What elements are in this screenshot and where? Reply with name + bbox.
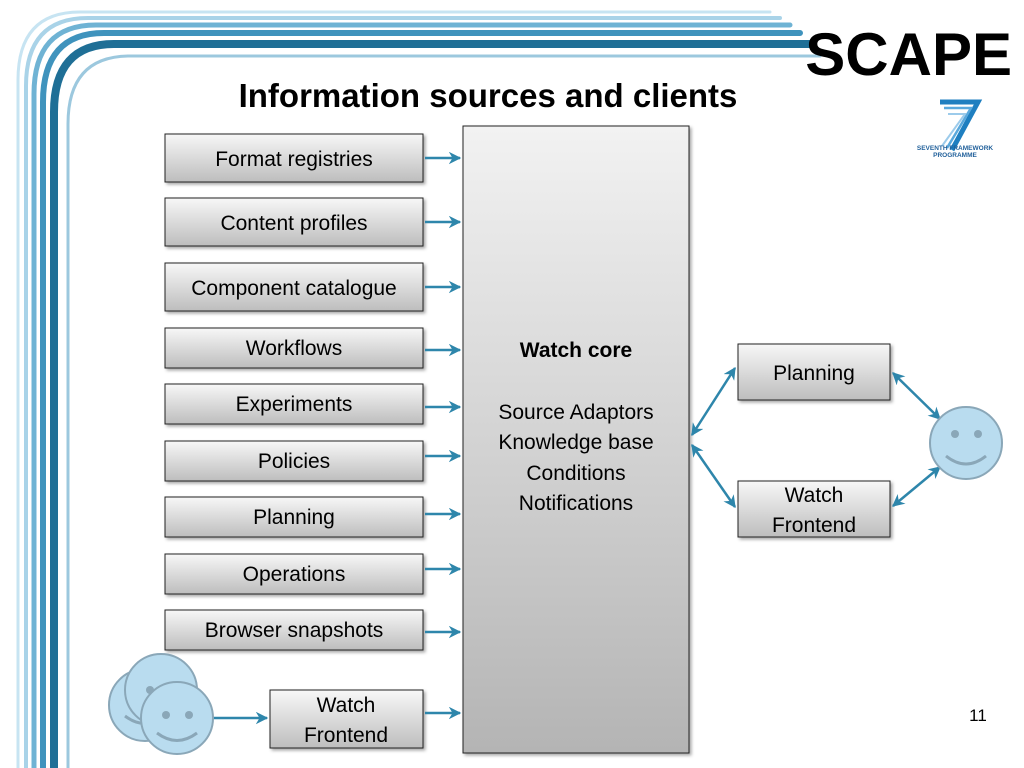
client-arrows [690,366,941,509]
source-label: Planning [253,506,335,529]
slide-title: Information sources and clients [239,77,738,114]
watch-core-item: Conditions [526,462,625,485]
right-watch-frontend-line1: Watch [785,484,844,507]
watch-core-title: Watch core [520,339,632,362]
fp7-caption-line1: SEVENTH FRAMEWORK [917,145,994,152]
fp7-logo: SEVENTH FRAMEWORK PROGRAMME [916,94,994,162]
right-watch-frontend-box: Watch Frontend [737,480,891,538]
source-box-planning: Planning [164,496,424,538]
arrow-core-watch-frontend [690,443,737,509]
right-watch-frontend-line2: Frontend [772,514,856,537]
source-box-format-registries: Format registries [164,133,424,183]
bottom-watch-frontend-line2: Frontend [304,724,388,747]
source-label: Browser snapshots [205,619,384,642]
source-box-policies: Policies [164,440,424,482]
source-label: Experiments [236,393,353,416]
source-box-component-catalogue: Component catalogue [164,262,424,312]
source-label: Format registries [215,148,373,171]
fp7-caption-line2: PROGRAMME [933,152,977,159]
right-planning-label: Planning [773,362,855,385]
brand-logo-text: SCAPE [805,21,1012,88]
source-label: Workflows [246,337,342,360]
source-box-experiments: Experiments [164,383,424,425]
source-box-workflows: Workflows [164,327,424,369]
source-box-operations: Operations [164,553,424,595]
bottom-watch-frontend-box: Watch Frontend [269,689,424,749]
arrow-core-planning [690,366,737,437]
decorative-swooshes [16,10,822,768]
fp7-seven-icon [940,99,983,152]
source-arrows [213,151,462,725]
source-box-browser-snapshots: Browser snapshots [164,609,424,651]
users-group-icon [108,653,214,755]
arrow-watch-frontend-user [892,466,941,507]
user-smiley-icon [929,406,1003,480]
source-label: Policies [258,450,330,473]
page-number: 11 [969,706,987,725]
watch-core-item: Source Adaptors [498,401,653,424]
right-planning-box: Planning [737,343,891,401]
watch-core-item: Knowledge base [498,431,653,454]
watch-core-item: Notifications [519,492,633,515]
source-box-content-profiles: Content profiles [164,197,424,247]
watch-core-box: Watch core Source Adaptors Knowledge bas… [462,125,690,754]
source-label: Operations [243,563,346,586]
user-smiley-icon [140,681,214,755]
bottom-watch-frontend-line1: Watch [317,694,376,717]
arrow-planning-user [892,372,941,420]
source-label: Content profiles [220,212,367,235]
source-label: Component catalogue [191,277,396,300]
